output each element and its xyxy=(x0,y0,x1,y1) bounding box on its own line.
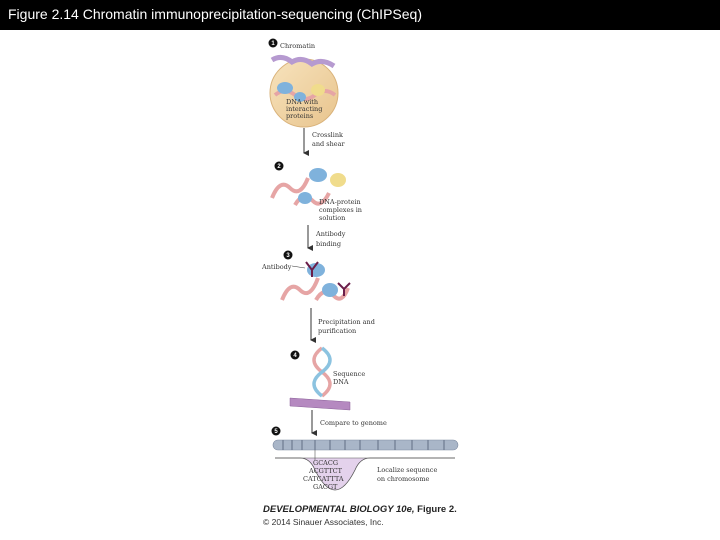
svg-text:Precipitation and: Precipitation and xyxy=(318,318,375,326)
antibody-y-shape xyxy=(337,282,351,296)
figure-title: Figure 2.14 Chromatin immunoprecipitatio… xyxy=(8,6,422,22)
step-3-antibody: 3 Antibody xyxy=(261,250,351,302)
sequencing-slide xyxy=(289,397,351,411)
dna-fragment xyxy=(270,177,310,199)
step-5-label-1: Localize sequence xyxy=(377,466,437,474)
svg-text:and shear: and shear xyxy=(312,140,346,148)
step-2-label-2: complexes in xyxy=(319,206,362,214)
book-credit: DEVELOPMENTAL BIOLOGY 10e, Figure 2. xyxy=(263,504,457,515)
step-2-complexes: 2 DNA-protein complexes in solution xyxy=(270,161,362,222)
antibody-y-shape xyxy=(305,261,319,277)
chromosome-bands xyxy=(282,440,445,450)
step-3-number-badge xyxy=(283,250,293,260)
read-sequence: GACGT xyxy=(313,483,338,491)
step-4-label-1: Sequence xyxy=(333,370,365,378)
protein-blob xyxy=(294,92,306,102)
step-1-number-badge xyxy=(268,38,278,48)
protein-blob xyxy=(322,283,338,297)
protein-blob xyxy=(330,173,346,187)
step-5-number: 5 xyxy=(274,429,278,435)
step-1-label-chromatin: Chromatin xyxy=(280,42,315,50)
protein-blob xyxy=(298,192,312,204)
step-4-label-2: DNA xyxy=(333,378,349,386)
step-1-label-dna: DNA with xyxy=(286,98,318,106)
read-sequence: CATCATTTA xyxy=(303,475,344,483)
coverage-peak xyxy=(275,457,455,491)
svg-text:binding: binding xyxy=(316,240,341,248)
dna-fragment xyxy=(280,277,320,301)
chromatin-strand xyxy=(270,54,336,69)
svg-text:Antibody: Antibody xyxy=(315,230,346,238)
step-4-sequence: 4 Sequence DNA xyxy=(289,346,365,411)
step-1-label-proteins: proteins xyxy=(286,112,313,120)
step-1-label-interacting: interacting xyxy=(286,105,322,113)
protein-blob xyxy=(277,82,293,94)
arrow-precipitation: Precipitation and purification xyxy=(310,308,375,343)
arrow-crosslink: Crosslink and shear xyxy=(303,128,346,156)
step-4-number: 4 xyxy=(293,353,297,359)
dna-helix-strand xyxy=(312,346,332,398)
step-1-chromatin: 1 Chromatin DNA with interacting protein… xyxy=(268,38,339,128)
step-2-label-3: solution xyxy=(319,214,345,222)
svg-text:purification: purification xyxy=(318,327,356,335)
step-1-number: 1 xyxy=(271,41,275,47)
svg-text:Compare to genome: Compare to genome xyxy=(320,419,387,427)
step-5-label-2: on chromosome xyxy=(377,475,430,483)
step-2-label-1: DNA-protein xyxy=(319,198,361,206)
title-bar: Figure 2.14 Chromatin immunoprecipitatio… xyxy=(0,0,720,30)
step-3-label-antibody: Antibody xyxy=(261,263,292,271)
protein-blob xyxy=(309,168,327,182)
copyright: © 2014 Sinauer Associates, Inc. xyxy=(263,517,384,527)
arrow-compare-genome: Compare to genome xyxy=(311,410,387,436)
svg-text:Crosslink: Crosslink xyxy=(312,131,343,139)
step-2-number-badge xyxy=(274,161,284,171)
step-4-number-badge xyxy=(290,350,300,360)
chromosome-bar xyxy=(272,439,459,451)
protein-blob xyxy=(311,84,325,96)
step-3-number: 3 xyxy=(286,253,290,259)
read-sequence: ACGTTCT xyxy=(308,467,343,475)
step-5-localize: 5 GCACG ACGTTCT CATCATTTA GACGT Localize… xyxy=(271,426,459,491)
arrow-antibody-binding: Antibody binding xyxy=(307,225,346,251)
read-sequence: GCACG xyxy=(313,459,338,467)
step-2-number: 2 xyxy=(277,164,281,170)
step-5-number-badge xyxy=(271,426,281,436)
